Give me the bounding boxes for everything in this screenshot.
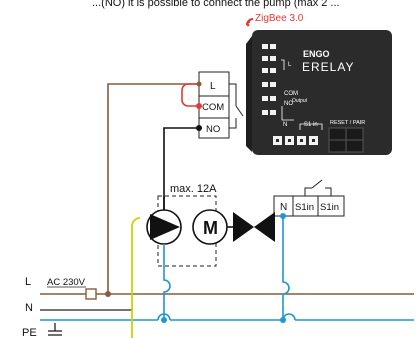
neutral-junction-switch — [280, 317, 286, 323]
device-no-label: NO — [284, 101, 293, 107]
device-model: ERELAY — [302, 60, 354, 74]
switch-terminal-n: N — [280, 202, 287, 213]
neutral-wire — [40, 216, 414, 321]
valve-icon — [227, 212, 275, 242]
relay-terminal-block: L COM NO — [198, 71, 230, 139]
switch-n-dot — [280, 213, 286, 219]
device-n-label: N — [283, 122, 287, 128]
device-brand: ENGO — [303, 49, 330, 59]
neutral-junction-pump — [161, 317, 167, 323]
top-text: ...(NO) it is possible to connect the pu… — [92, 0, 340, 9]
terminal-no-dot — [196, 125, 202, 131]
bridge-wire — [181, 83, 199, 107]
pump-icon — [146, 209, 182, 245]
terminal-l-dot — [196, 81, 202, 87]
live-junction — [105, 291, 111, 297]
terminal-l: L — [210, 81, 216, 92]
device-pin-l: L — [288, 62, 292, 68]
live-wire — [40, 83, 414, 295]
ground-icon — [48, 323, 62, 336]
device-output-label: Output — [292, 98, 308, 104]
fuse-icon — [85, 288, 97, 300]
device-s1in-label: S1 in — [304, 122, 318, 128]
terminal-com: COM — [202, 102, 224, 113]
switch-terminal-s1in-1: S1in — [295, 202, 314, 213]
wifi-signal-icon — [246, 18, 254, 27]
relay-module: ENGO ERELAY L COM NO Output N S1 in RESE… — [246, 30, 392, 155]
device-reset-label: RESET / PAIR — [330, 120, 365, 126]
supply-voltage-label: AC 230V — [47, 277, 86, 288]
relay-contact-symbol — [229, 83, 244, 129]
protocol-label: ZigBee 3.0 — [255, 13, 304, 24]
load-group: max. 12A M — [146, 183, 275, 267]
switch-symbol — [304, 179, 332, 196]
supply-pe-label: PE — [22, 327, 37, 338]
output-wire — [163, 127, 199, 210]
supply-n-label: N — [25, 302, 33, 314]
switch-terminal-s1in-2: S1in — [320, 202, 339, 213]
switch-terminal-block: N S1in S1in — [273, 195, 345, 217]
max-current-label: max. 12A — [170, 183, 217, 195]
motor-label: M — [203, 218, 218, 238]
motor-icon: M — [192, 209, 228, 245]
earth-wire — [40, 217, 141, 338]
terminal-com-dot — [196, 103, 202, 109]
terminal-no: NO — [206, 124, 220, 135]
supply-l-label: L — [25, 276, 31, 288]
device-com-label: COM — [284, 91, 298, 97]
